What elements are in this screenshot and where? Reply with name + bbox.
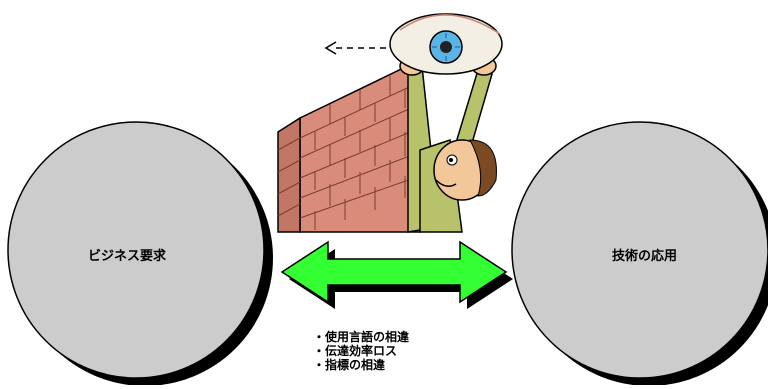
wall-and-person-illustration	[277, 13, 503, 233]
double-headed-arrow-icon	[280, 240, 513, 309]
eye-icon	[389, 13, 503, 75]
issues-list: ・使用言語の相違 ・伝達効率ロス ・指標の相違	[313, 330, 409, 372]
issue-item-metrics: ・指標の相違	[313, 358, 386, 372]
business-requirements-label: ビジネス要求	[88, 249, 167, 264]
technology-application-label: 技術の応用	[612, 249, 678, 264]
business-requirements-circle	[7, 121, 273, 386]
issue-item-efficiency: ・伝達効率ロス	[313, 344, 398, 358]
person	[399, 56, 497, 233]
brick-wall	[277, 58, 421, 233]
issue-item-language: ・使用言語の相違	[313, 330, 410, 344]
technology-application-circle	[511, 121, 768, 386]
